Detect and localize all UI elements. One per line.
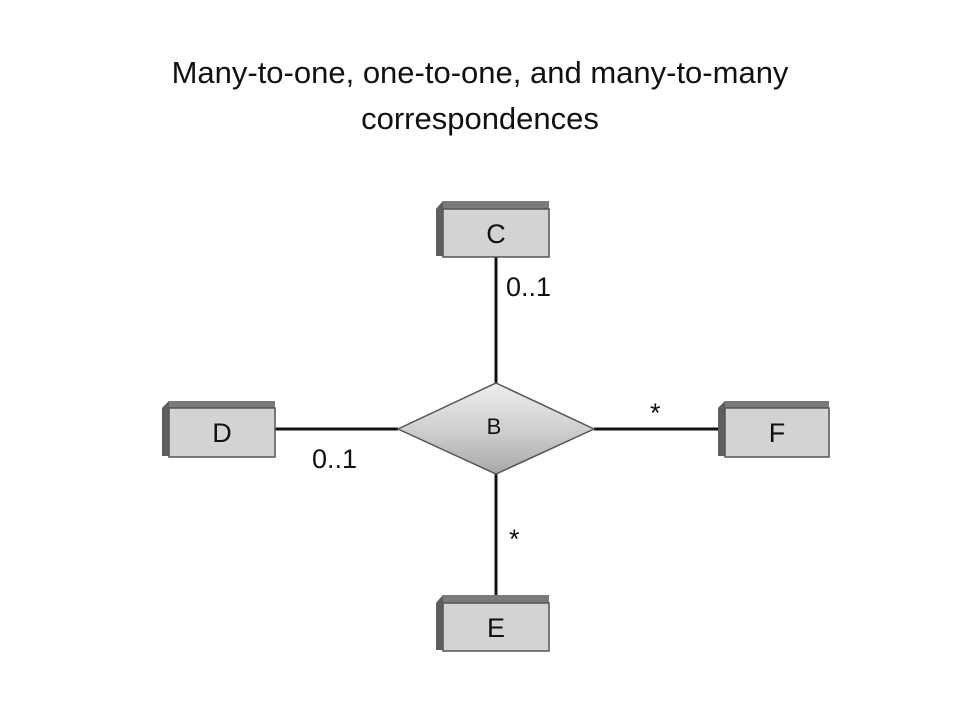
page-title: Many-to-one, one-to-one, and many-to-man…: [0, 50, 960, 142]
node-d-label: D: [212, 418, 232, 448]
multiplicity-left: 0..1: [312, 444, 357, 474]
multiplicity-bottom: *: [509, 524, 520, 554]
node-e-label: E: [487, 613, 505, 643]
node-c-label: C: [486, 219, 506, 249]
node-f-label: F: [769, 418, 786, 448]
association-diamond-b: B: [396, 382, 596, 475]
multiplicity-top: 0..1: [506, 272, 551, 302]
node-f: F: [718, 401, 830, 458]
multiplicity-right: *: [650, 398, 661, 428]
title-line-2: correspondences: [361, 101, 599, 136]
node-c: C: [436, 201, 550, 258]
node-e: E: [436, 595, 550, 652]
title-line-1: Many-to-one, one-to-one, and many-to-man…: [171, 55, 789, 90]
node-d: D: [162, 401, 276, 458]
diamond-b-label: B: [487, 414, 502, 439]
